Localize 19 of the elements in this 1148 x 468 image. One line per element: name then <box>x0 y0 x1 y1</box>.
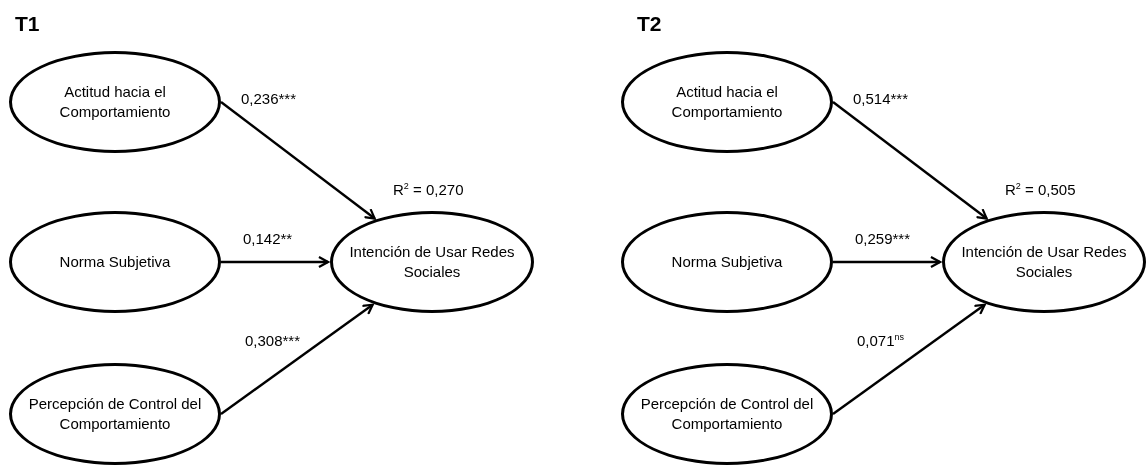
construct-name: Intención de Usar Redes Sociales <box>960 242 1128 282</box>
construct-name: Norma Subjetiva <box>59 252 171 272</box>
construct-name: Norma Subjetiva <box>671 252 783 272</box>
construct-name: Percepción de Control del Comportamiento <box>639 394 815 434</box>
construct-name: Actitud hacia el Comportamiento <box>58 82 172 122</box>
construct-name: Actitud hacia el Comportamiento <box>670 82 784 122</box>
panel-title: T1 <box>15 12 40 36</box>
arrow <box>832 101 988 220</box>
panel-title: T2 <box>637 12 662 36</box>
arrow <box>220 101 376 220</box>
r-squared-label: R$^{2}$ = 0,270 <box>392 181 465 198</box>
r-squared-label: R$^{2}$ = 0,505 <box>1004 181 1077 198</box>
construct-name: Percepción de Control del Comportamiento <box>27 394 203 434</box>
arrow <box>833 255 942 269</box>
arrow <box>220 303 374 415</box>
construct-name: Intención de Usar Redes Sociales <box>348 242 516 282</box>
edge-label: 0,071$^{ns}$ <box>856 332 906 349</box>
arrow <box>221 255 330 269</box>
arrow <box>832 303 986 415</box>
